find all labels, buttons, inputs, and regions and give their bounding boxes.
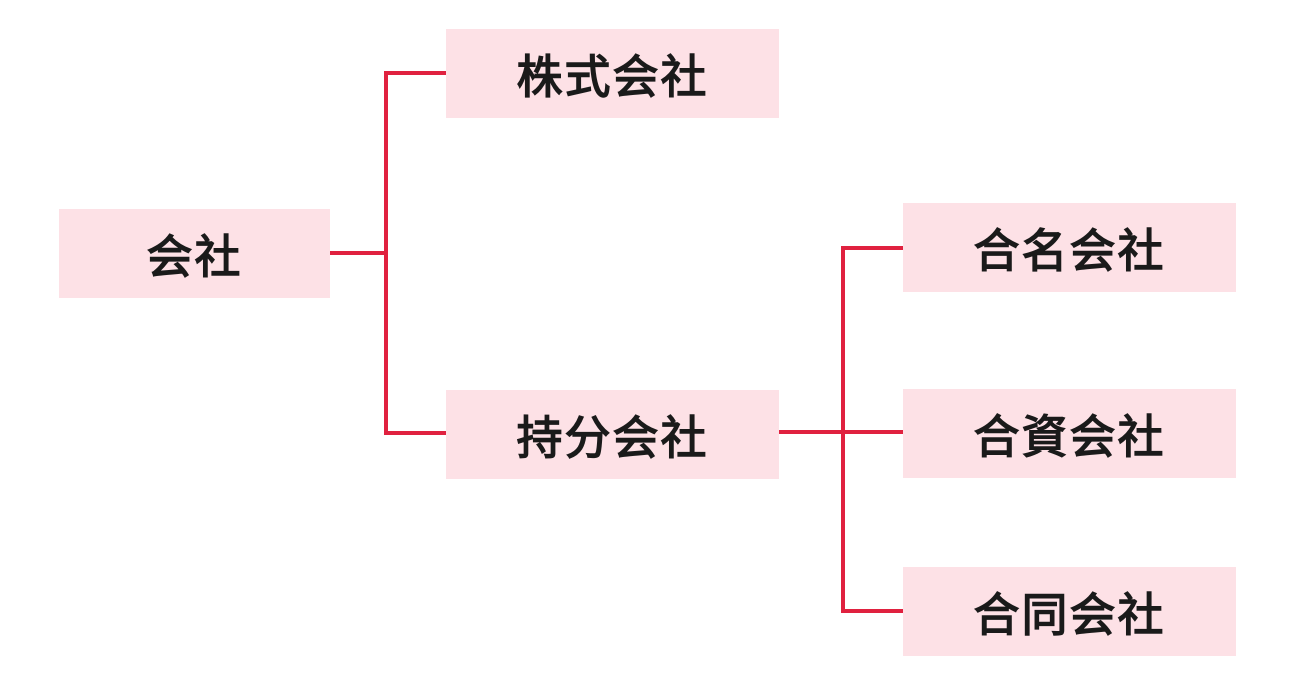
node-gomei-kaisha: 合名会社 <box>903 203 1236 292</box>
connector-to-kabushiki <box>384 71 446 75</box>
node-kaisha-label: 会社 <box>146 229 243 284</box>
connector-root-trunk <box>384 71 388 435</box>
node-kabushiki-kaisha-label: 株式会社 <box>516 49 709 104</box>
node-goshi-kaisha: 合資会社 <box>903 389 1236 478</box>
connector-to-goshi <box>841 430 903 434</box>
connector-to-gomei <box>841 246 903 250</box>
connector-mochibun-trunk <box>841 246 845 613</box>
node-goshi-kaisha-label: 合資会社 <box>973 409 1166 464</box>
node-godo-kaisha-label: 合同会社 <box>973 587 1166 642</box>
connector-to-mochibun <box>384 431 446 435</box>
node-godo-kaisha: 合同会社 <box>903 567 1236 656</box>
node-kabushiki-kaisha: 株式会社 <box>446 29 779 118</box>
node-kaisha: 会社 <box>59 209 330 298</box>
node-gomei-kaisha-label: 合名会社 <box>973 223 1166 278</box>
connector-root-stub <box>330 251 388 255</box>
node-mochibun-kaisha: 持分会社 <box>446 390 779 479</box>
node-mochibun-kaisha-label: 持分会社 <box>516 410 709 465</box>
connector-mochibun-stub <box>779 430 845 434</box>
connector-to-godo <box>841 609 903 613</box>
